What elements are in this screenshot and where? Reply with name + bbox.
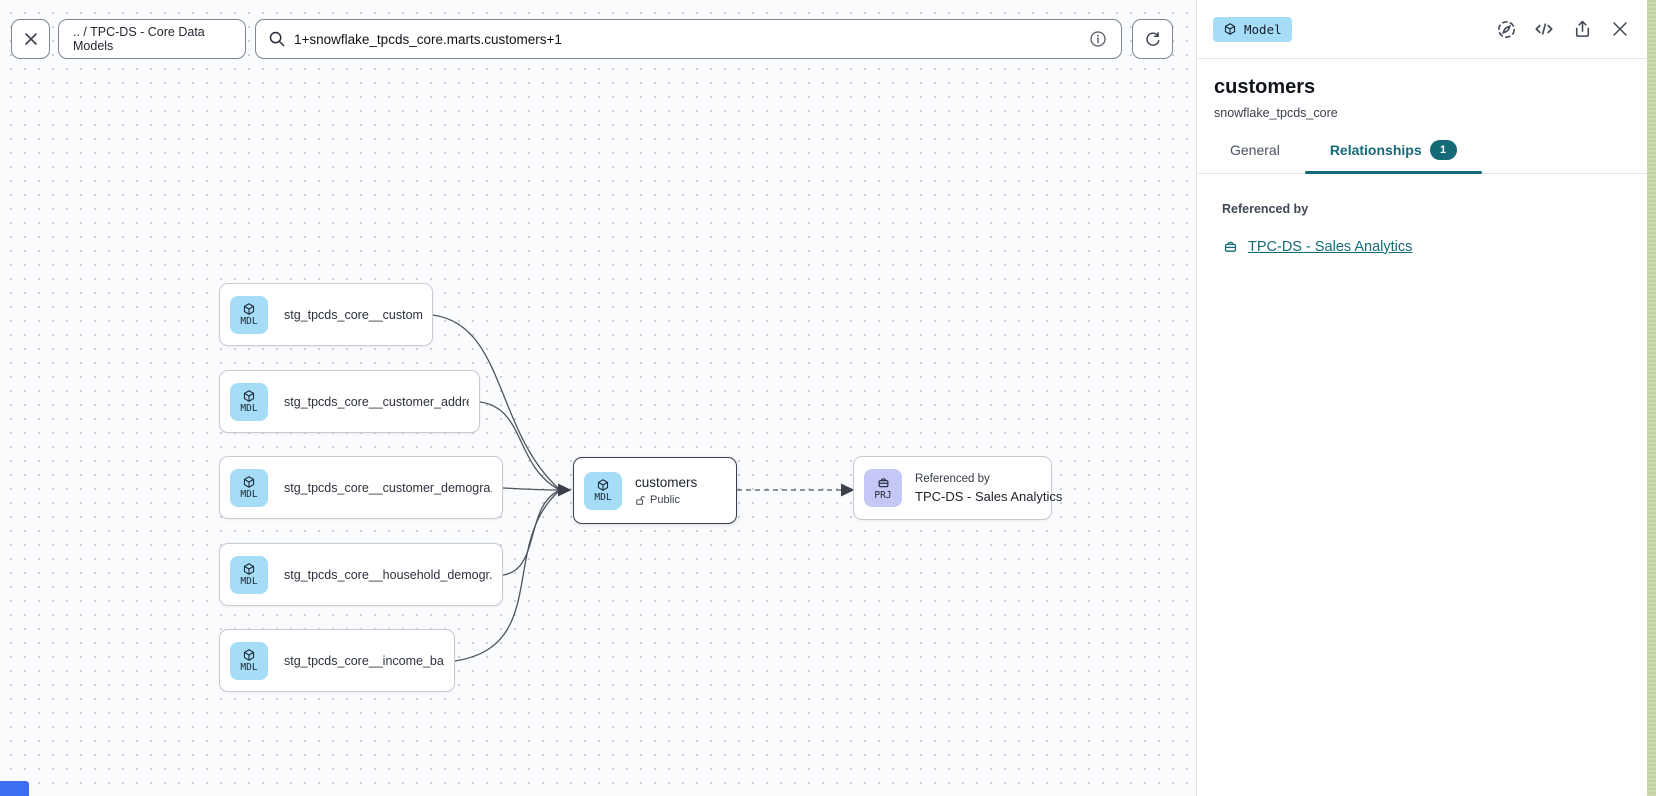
cube-icon	[597, 479, 609, 492]
share-icon	[1575, 20, 1589, 37]
referenced-project-link[interactable]: TPC-DS - Sales Analytics	[1248, 238, 1413, 255]
node-label: TPC-DS - Sales Analytics	[915, 488, 1063, 504]
search-input[interactable]	[294, 31, 1079, 47]
cube-icon	[243, 390, 255, 403]
lineage-selector-bar	[255, 19, 1122, 59]
breadcrumb-label: .. / TPC-DS - Core Data Models	[73, 25, 205, 53]
model-chip: MDL	[230, 295, 268, 334]
resource-type-badge: Model	[1213, 16, 1292, 42]
project-icon	[1224, 241, 1237, 252]
lineage-node-referencing-project[interactable]: PRJ Referenced by TPC-DS - Sales Analyti…	[853, 456, 1063, 520]
code-button[interactable]	[1533, 18, 1555, 40]
cube-icon	[243, 563, 255, 576]
resource-title-block: customers snowflake_tpcds_core	[1197, 59, 1647, 120]
node-label: stg_tpcds_core__customer_address	[284, 394, 469, 409]
details-panel-header: Model	[1197, 0, 1647, 59]
search-icon	[268, 30, 286, 48]
referenced-by-label: Referenced by	[1222, 202, 1309, 216]
tab-general[interactable]: General	[1230, 142, 1280, 158]
lineage-node[interactable]: MDL stg_tpcds_core__income_band	[219, 629, 455, 692]
node-visibility: Public	[635, 494, 697, 506]
close-canvas-button[interactable]	[11, 19, 50, 59]
close-panel-button[interactable]	[1609, 18, 1631, 40]
node-kicker: Referenced by	[915, 472, 990, 485]
lineage-node[interactable]: MDL stg_tpcds_core__customer_demogra...	[219, 456, 503, 519]
node-label: stg_tpcds_core__household_demogr...	[284, 567, 492, 582]
project-chip: PRJ	[864, 469, 902, 507]
node-label: customers	[635, 475, 698, 490]
lineage-canvas[interactable]: .. / TPC-DS - Core Data Models MDL stg_t…	[0, 0, 1196, 796]
cube-icon	[243, 649, 255, 662]
relationships-content: Referenced by TPC-DS - Sales Analytics	[1197, 174, 1647, 283]
tab-relationships[interactable]: Relationships 1	[1304, 140, 1482, 174]
breadcrumb[interactable]: .. / TPC-DS - Core Data Models	[58, 19, 246, 59]
model-chip: MDL	[230, 555, 268, 594]
node-label: stg_tpcds_core__customer_demogra...	[284, 480, 492, 495]
cube-icon	[1224, 23, 1236, 35]
explore-button[interactable]	[1495, 18, 1517, 40]
info-icon[interactable]	[1087, 28, 1109, 50]
lineage-node[interactable]: MDL stg_tpcds_core__customer_address	[219, 370, 480, 433]
code-icon	[1535, 23, 1553, 35]
refresh-icon	[1143, 30, 1162, 49]
canvas-corner-badge[interactable]	[0, 781, 29, 796]
screen-edge-strip	[1647, 0, 1656, 796]
compass-icon	[1497, 20, 1515, 38]
close-icon	[23, 31, 39, 47]
cube-icon	[243, 476, 255, 489]
model-chip: MDL	[230, 641, 268, 680]
panel-tabs: General Relationships 1	[1197, 140, 1647, 174]
model-chip: MDL	[230, 382, 268, 421]
model-chip: MDL	[584, 471, 622, 510]
lineage-node[interactable]: MDL stg_tpcds_core__household_demogr...	[219, 543, 503, 606]
referenced-project-row: TPC-DS - Sales Analytics	[1222, 238, 1622, 255]
lineage-node[interactable]: MDL stg_tpcds_core__customer	[219, 283, 433, 346]
close-icon	[1613, 22, 1627, 36]
share-button[interactable]	[1571, 18, 1593, 40]
project-icon	[878, 478, 888, 488]
resource-type-label: Model	[1244, 21, 1282, 37]
refresh-button[interactable]	[1132, 19, 1173, 59]
node-label: stg_tpcds_core__income_band	[284, 653, 444, 668]
resource-project-name: snowflake_tpcds_core	[1214, 106, 1338, 120]
lineage-node-customers[interactable]: MDL customers Public	[573, 457, 737, 524]
node-label: stg_tpcds_core__customer	[284, 307, 422, 322]
lock-open-icon	[636, 495, 646, 505]
lineage-edges	[432, 314, 855, 662]
details-panel: Model customers snowflake_tpcds_core	[1196, 0, 1647, 796]
cube-icon	[243, 303, 255, 316]
relationships-count-badge: 1	[1429, 140, 1457, 160]
resource-title: customers	[1214, 76, 1316, 98]
model-chip: MDL	[230, 468, 268, 507]
